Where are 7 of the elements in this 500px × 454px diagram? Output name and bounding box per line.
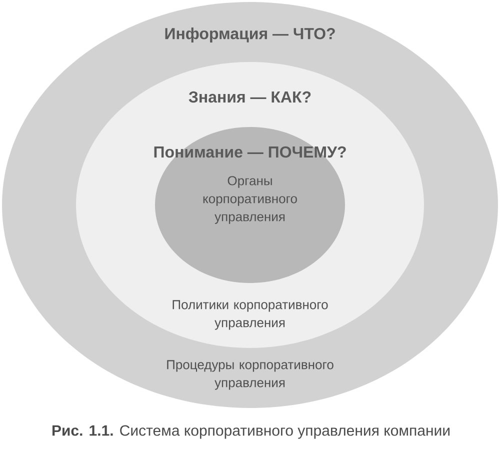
ring-heading: Знания — КАК? — [188, 91, 311, 103]
ring-heading: Понимание — ПОЧЕМУ? — [154, 146, 346, 158]
ring-label: Процедуры корпоративного управления — [167, 360, 334, 390]
ring-label: Органы корпоративного управления — [203, 176, 297, 224]
figure-caption: Рис. 1.1. Система корпоративного управления компании — [52, 425, 450, 439]
ring-label: Политики корпоративного управления — [172, 300, 328, 330]
ring-heading: Информация — ЧТО? — [165, 28, 335, 42]
